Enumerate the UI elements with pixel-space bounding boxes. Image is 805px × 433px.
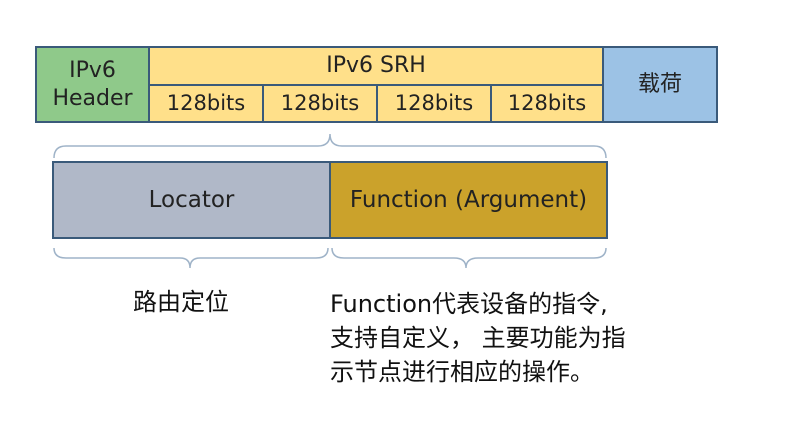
function-label: Function (Argument)	[349, 186, 588, 213]
ipv6-header-line1: IPv6	[69, 58, 116, 83]
srh-segment-label: 128bits	[280, 91, 360, 116]
srh-segment-label: 128bits	[166, 91, 246, 116]
srh-segment-1: 128bits	[148, 84, 264, 123]
srh-segment-label: 128bits	[507, 91, 587, 116]
ipv6-header-line2: Header	[52, 85, 133, 111]
function-caption-line-1: Function代表设备的指令,	[330, 290, 608, 318]
locator-label: Locator	[148, 186, 235, 213]
locator-caption: 路由定位	[133, 288, 229, 316]
sid-expansion-brace	[53, 133, 607, 159]
payload-label: 载荷	[637, 71, 682, 97]
srh-segment-4: 128bits	[490, 84, 604, 123]
locator-box: Locator	[52, 161, 331, 239]
payload-box: 载荷	[602, 46, 718, 123]
srh-segment-label: 128bits	[394, 91, 474, 116]
srh-segment-3: 128bits	[376, 84, 492, 123]
ipv6-srh-box: IPv6 SRH	[148, 46, 604, 86]
locator-brace	[53, 247, 329, 269]
function-brace	[331, 247, 607, 269]
srh-segment-2: 128bits	[262, 84, 378, 123]
function-caption: Function代表设备的指令, 支持自定义， 主要功能为指 示节点进行相应的操…	[330, 287, 626, 389]
function-box: Function (Argument)	[329, 161, 608, 239]
function-caption-line-2: 支持自定义， 主要功能为指	[330, 324, 626, 352]
function-caption-line-3: 示节点进行相应的操作。	[330, 358, 594, 386]
ipv6-header-box: IPv6 Header	[35, 46, 150, 123]
ipv6-srh-label: IPv6 SRH	[326, 53, 426, 79]
